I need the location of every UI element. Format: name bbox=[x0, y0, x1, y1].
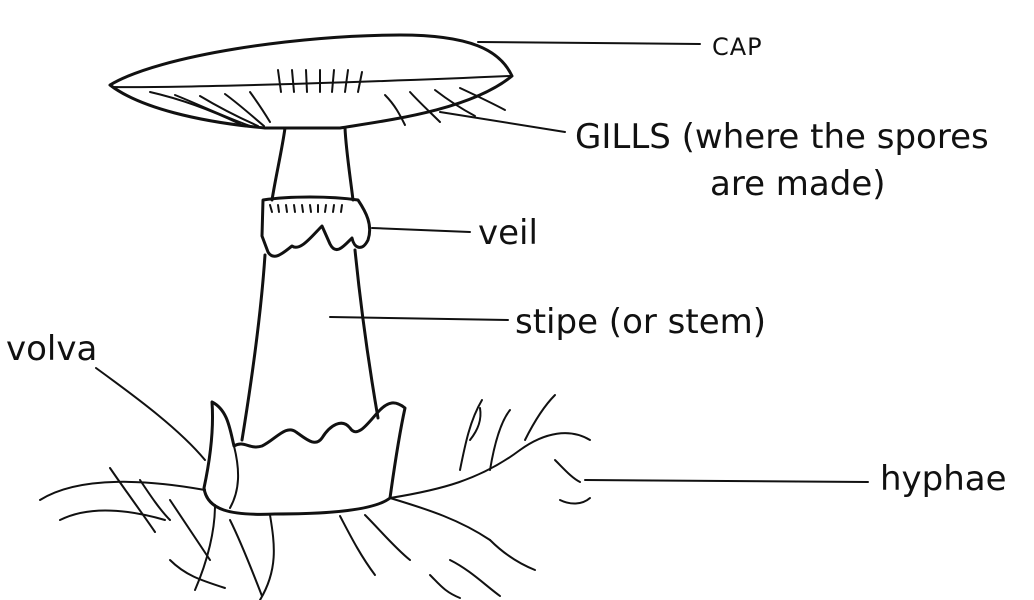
leader-hyphae bbox=[585, 480, 868, 482]
label-stipe: stipe (or stem) bbox=[515, 302, 766, 342]
volva-inner bbox=[230, 446, 238, 508]
leader-veil bbox=[372, 228, 470, 232]
leader-volva bbox=[96, 368, 205, 460]
stipe-upper-left bbox=[272, 128, 285, 200]
hyphae-threads bbox=[40, 395, 590, 600]
leader-cap bbox=[478, 42, 700, 44]
label-volva: volva bbox=[6, 329, 97, 369]
label-hyphae: hyphae bbox=[880, 459, 1007, 499]
cap-rim bbox=[112, 76, 510, 87]
label-veil: veil bbox=[478, 213, 538, 253]
stipe-lower-left bbox=[242, 255, 265, 440]
label-cap: CAP bbox=[712, 33, 763, 61]
leader-stipe bbox=[330, 317, 508, 320]
stipe-lower-right bbox=[355, 250, 378, 418]
label-gills-line2: are made) bbox=[710, 164, 886, 204]
leader-gills bbox=[440, 112, 565, 132]
veil-frills bbox=[270, 205, 342, 212]
label-gills-line1: GILLS (where the spores bbox=[575, 117, 989, 157]
stipe-upper-right bbox=[345, 128, 353, 200]
